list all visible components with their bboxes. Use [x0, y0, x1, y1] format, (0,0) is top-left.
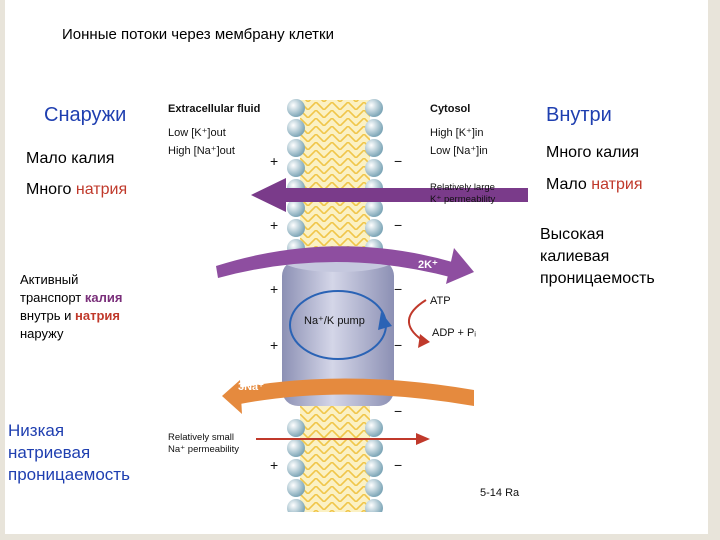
phospholipid-head: [287, 99, 305, 117]
ecf-potassium: Low [K⁺]out: [168, 127, 226, 139]
na-leak-arrowhead: [416, 433, 430, 445]
ecf-sodium: High [Na⁺]out: [168, 145, 235, 157]
phospholipid-head: [365, 439, 383, 457]
slide-frame-left: [0, 0, 5, 540]
phospholipid-head: [365, 99, 383, 117]
minus-sign: −: [394, 217, 402, 233]
ecf-title: Extracellular fluid: [168, 103, 260, 115]
active-line1: Активный: [20, 272, 79, 287]
high-k-perm-line2: калиевая: [540, 248, 610, 265]
phospholipid-head: [287, 159, 305, 177]
high-k-perm-line3: проницаемость: [540, 270, 655, 287]
membrane-charges: + + + + + − − − − − −: [270, 153, 402, 473]
atp-adp-arrowhead: [418, 334, 430, 348]
minus-sign: −: [394, 337, 402, 353]
low-na-line3: проницаемость: [8, 465, 130, 484]
na-arrow-label: 3Na⁺: [238, 381, 264, 393]
phospholipid-head: [365, 419, 383, 437]
low-na-permeability-label: Низкая натриевая проницаемость: [8, 420, 158, 486]
phospholipid-head: [365, 139, 383, 157]
phospholipid-head: [365, 459, 383, 477]
k-perm-line1: Relatively large: [430, 182, 495, 193]
k-arrow-label: 2K⁺: [418, 259, 438, 271]
outside-sodium-amount: Много: [26, 181, 72, 198]
phospholipid-head: [365, 199, 383, 217]
inside-potassium-amount: Много: [546, 144, 592, 161]
minus-sign: −: [394, 281, 402, 297]
minus-sign: −: [394, 457, 402, 473]
high-k-permeability-label: Высокая калиевая проницаемость: [540, 224, 710, 290]
outside-sodium-label: Много натрия: [26, 181, 127, 199]
na-pump-arrowhead: [222, 380, 242, 414]
slide-title: Ионные потоки через мембрану клетки: [62, 26, 334, 43]
low-na-line1: Низкая: [8, 421, 65, 440]
high-k-perm-line1: Высокая: [540, 226, 605, 243]
inside-sodium-label: Мало натрия: [546, 176, 643, 194]
active-line3-text: внутрь и: [20, 308, 76, 323]
membrane-figure: + + + + + − − − − − − Extracellular flui…: [156, 78, 528, 512]
phospholipid-head: [287, 119, 305, 137]
cytosol-potassium: High [K⁺]in: [430, 127, 484, 139]
cytosol-title: Cytosol: [430, 103, 470, 115]
plus-sign: +: [270, 457, 278, 473]
slide-frame-right: [708, 0, 720, 540]
outside-sodium-ion: натрия: [75, 181, 128, 198]
outside-potassium-ion: калия: [71, 150, 115, 167]
outside-potassium-label: Мало калия: [26, 150, 114, 168]
phospholipid-head: [365, 159, 383, 177]
minus-sign: −: [394, 153, 402, 169]
inside-potassium-label: Много калия: [546, 144, 639, 162]
active-line2: транспорт калия: [20, 289, 160, 307]
plus-sign: +: [270, 281, 278, 297]
phospholipid-head: [287, 419, 305, 437]
phospholipid-head: [287, 219, 305, 237]
inside-sodium-amount: Мало: [546, 176, 587, 193]
k-pump-arrow: [216, 246, 456, 278]
pump-label: Na⁺/K pump: [304, 315, 365, 327]
active-line4: наружу: [20, 326, 64, 341]
k-perm-line2: K⁺ permeability: [430, 194, 495, 205]
inside-sodium-ion: натрия: [591, 176, 643, 193]
cytosol-sodium: Low [Na⁺]in: [430, 145, 488, 157]
active-line2-ion: калия: [84, 290, 123, 305]
active-line2-text: транспорт: [20, 290, 85, 305]
minus-sign: −: [394, 403, 402, 419]
phospholipid-head: [287, 499, 305, 512]
figure-reference: 5-14 Ra: [480, 487, 520, 499]
membrane-diagram: + + + + + − − − − − − Extracellular flui…: [156, 78, 528, 512]
atp-adp-arrow: [408, 299, 427, 341]
phospholipid-head: [365, 119, 383, 137]
outside-heading: Снаружи: [44, 104, 127, 126]
atp-label: ATP: [430, 295, 451, 307]
active-transport-label: Активный транспорт калия внутрь и натрия…: [20, 271, 160, 343]
phospholipid-head: [287, 439, 305, 457]
adp-label: ADP + Pᵢ: [432, 327, 476, 339]
outside-potassium-amount: Мало: [26, 150, 67, 167]
plus-sign: +: [270, 217, 278, 233]
active-line3-ion: натрия: [75, 308, 120, 323]
active-line3: внутрь и натрия: [20, 307, 160, 325]
k-pump-arrowhead: [446, 248, 474, 284]
na-perm-line2: Na⁺ permeability: [168, 444, 239, 455]
phospholipid-head: [365, 219, 383, 237]
phospholipid-head: [287, 199, 305, 217]
na-perm-line1: Relatively small: [168, 432, 234, 443]
k-leak-arrow: [251, 178, 528, 212]
inside-heading: Внутри: [546, 104, 612, 126]
pump-cycle-arrowhead: [378, 312, 392, 330]
phospholipid-head: [287, 139, 305, 157]
slide-frame-bottom: [0, 534, 720, 540]
low-na-line2: натриевая: [8, 443, 91, 462]
inside-potassium-ion: калия: [595, 144, 640, 161]
plus-sign: +: [270, 337, 278, 353]
na-pump-arrow: [238, 378, 474, 406]
phospholipid-head: [287, 459, 305, 477]
plus-sign: +: [270, 153, 278, 169]
phospholipid-head: [365, 479, 383, 497]
phospholipid-head: [287, 479, 305, 497]
phospholipid-head: [365, 499, 383, 512]
